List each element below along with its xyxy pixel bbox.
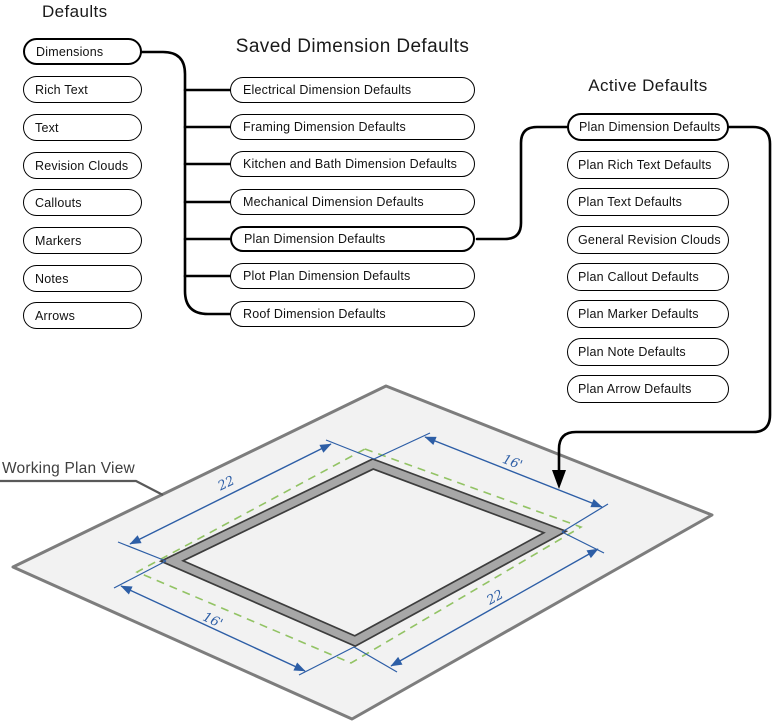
defaults-item-arrows: Arrows xyxy=(23,302,142,329)
active-item-plan-callout: Plan Callout Defaults xyxy=(567,263,729,291)
node-label: Plan Dimension Defaults xyxy=(244,232,386,246)
working-plan-view-leader xyxy=(0,479,164,496)
dim-line-bottom-left xyxy=(120,585,306,672)
node-label: Roof Dimension Defaults xyxy=(243,307,386,321)
dim-line-bottom-right xyxy=(390,548,599,667)
node-label: Plan Text Defaults xyxy=(578,195,683,209)
saved-item-electrical: Electrical Dimension Defaults xyxy=(230,77,475,103)
active-defaults-heading: Active Defaults xyxy=(588,76,708,95)
node-label: Framing Dimension Defaults xyxy=(243,120,406,134)
connector-active-to-plan xyxy=(557,125,772,474)
node-label: Revision Clouds xyxy=(35,158,129,173)
dim-value-top-right: 16' xyxy=(500,452,524,473)
node-label: Arrows xyxy=(35,308,76,323)
connector-dimensions-to-saved xyxy=(140,50,232,316)
node-label: Plan Callout Defaults xyxy=(578,270,699,284)
node-label: Plan Rich Text Defaults xyxy=(578,158,712,172)
dimension-lines xyxy=(120,436,603,672)
defaults-item-callouts: Callouts xyxy=(23,189,142,216)
defaults-heading: Defaults xyxy=(42,2,108,21)
node-label: Electrical Dimension Defaults xyxy=(243,83,412,97)
node-label: Dimensions xyxy=(36,44,104,59)
dimension-extension-lines xyxy=(113,432,609,676)
connector-saved-to-active xyxy=(475,125,569,241)
active-item-plan-dimension: Plan Dimension Defaults xyxy=(567,113,729,141)
active-item-general-revision-clouds: General Revision Clouds xyxy=(567,226,729,254)
node-label: Plot Plan Dimension Defaults xyxy=(243,269,411,283)
node-label: Markers xyxy=(35,233,82,248)
node-label: Notes xyxy=(35,271,69,286)
defaults-item-notes: Notes xyxy=(23,265,142,292)
node-label: Plan Dimension Defaults xyxy=(579,120,721,134)
dim-value-bottom-right: 22 xyxy=(484,587,507,609)
saved-item-roof: Roof Dimension Defaults xyxy=(230,301,475,327)
defaults-item-rich-text: Rich Text xyxy=(23,76,142,103)
defaults-item-markers: Markers xyxy=(23,227,142,254)
node-label: Text xyxy=(35,120,59,135)
active-item-plan-text: Plan Text Defaults xyxy=(567,188,729,216)
node-label: Plan Note Defaults xyxy=(578,345,686,359)
saved-dimension-defaults-heading: Saved Dimension Defaults xyxy=(235,36,470,57)
dim-line-top-left xyxy=(129,443,332,545)
node-label: Mechanical Dimension Defaults xyxy=(243,195,424,209)
defaults-item-text: Text xyxy=(23,114,142,141)
saved-item-plot-plan: Plot Plan Dimension Defaults xyxy=(230,263,475,289)
saved-item-framing: Framing Dimension Defaults xyxy=(230,114,475,140)
node-label: Plan Marker Defaults xyxy=(578,307,699,321)
node-label: Callouts xyxy=(35,195,82,210)
defaults-item-dimensions: Dimensions xyxy=(23,38,142,65)
dim-value-top-left: 22 xyxy=(215,473,237,494)
active-item-plan-marker: Plan Marker Defaults xyxy=(567,300,729,328)
saved-item-mechanical: Mechanical Dimension Defaults xyxy=(230,189,475,215)
node-label: Plan Arrow Defaults xyxy=(578,382,692,396)
saved-item-plan: Plan Dimension Defaults xyxy=(230,226,475,252)
dim-line-top-right xyxy=(424,436,603,508)
node-label: Kitchen and Bath Dimension Defaults xyxy=(243,157,458,171)
node-label: General Revision Clouds xyxy=(578,233,721,247)
active-item-plan-note: Plan Note Defaults xyxy=(567,338,729,366)
plan-sheet-plane xyxy=(11,384,714,721)
node-label: Rich Text xyxy=(35,82,88,97)
saved-item-kitchen-bath: Kitchen and Bath Dimension Defaults xyxy=(230,151,475,177)
active-item-plan-rich-text: Plan Rich Text Defaults xyxy=(567,151,729,179)
working-plan-view-label: Working Plan View xyxy=(2,460,135,477)
arrowhead-down-icon xyxy=(552,470,566,489)
defaults-item-revision-clouds: Revision Clouds xyxy=(23,152,142,179)
active-item-plan-arrow: Plan Arrow Defaults xyxy=(567,375,729,403)
